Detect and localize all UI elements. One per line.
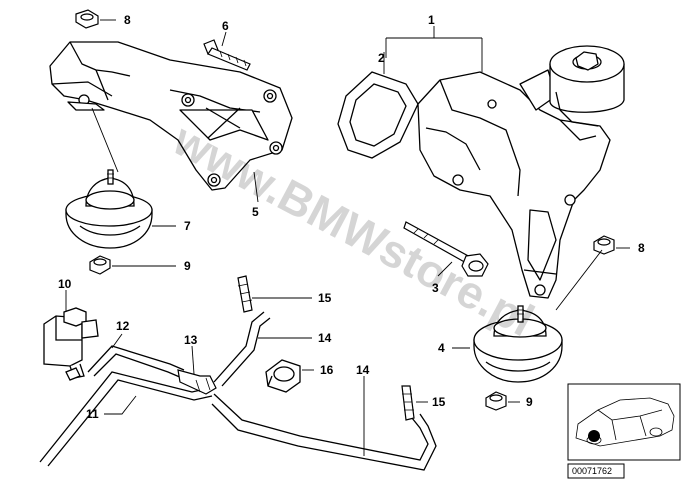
hex-nut-8-right[interactable] <box>593 235 615 255</box>
callout-8-right: 8 <box>638 241 645 255</box>
hose-14-lower[interactable] <box>211 393 437 471</box>
hose-11[interactable] <box>39 371 213 467</box>
hose-nipple-15-lower[interactable] <box>401 385 415 421</box>
callout-10: 10 <box>58 277 72 291</box>
nut-9-right[interactable] <box>485 391 507 411</box>
callout-1: 1 <box>428 13 435 27</box>
callout-15-upper: 15 <box>318 291 332 305</box>
engine-mount-7[interactable] <box>65 169 153 249</box>
callout-8-top: 8 <box>124 13 131 27</box>
engine-bracket-1[interactable] <box>417 45 625 299</box>
callout-12: 12 <box>116 319 130 333</box>
reference-code: 00071762 <box>572 466 612 476</box>
engine-mount-4[interactable] <box>473 305 563 383</box>
callout-5: 5 <box>252 205 259 219</box>
callout-14-lower: 14 <box>356 363 370 377</box>
hose-clip-16[interactable] <box>265 359 301 393</box>
callout-11: 11 <box>86 407 99 421</box>
callout-7: 7 <box>184 219 191 233</box>
hose-nipple-15-upper[interactable] <box>237 275 253 313</box>
callout-9-left: 9 <box>184 259 191 273</box>
callout-16: 16 <box>320 363 334 377</box>
callout-4: 4 <box>438 341 445 355</box>
location-dot-icon <box>588 430 600 442</box>
callout-6: 6 <box>222 19 229 33</box>
bolt-6[interactable] <box>203 39 251 71</box>
engine-support-bracket[interactable] <box>49 41 293 191</box>
callout-9-right: 9 <box>526 395 533 409</box>
hose-12[interactable] <box>87 345 185 379</box>
solenoid-valve-10[interactable] <box>43 307 99 381</box>
nut-9-left[interactable] <box>89 255 111 275</box>
connector-13[interactable] <box>177 369 217 395</box>
leader-lines <box>65 19 630 456</box>
hex-nut-8-top[interactable] <box>75 9 99 29</box>
callout-14-upper: 14 <box>318 331 332 345</box>
callout-numbers: 1 2 3 4 5 6 7 8 8 9 9 10 11 12 13 14 14 … <box>58 13 645 421</box>
callout-15-lower: 15 <box>432 395 446 409</box>
callout-3: 3 <box>432 281 439 295</box>
callout-13: 13 <box>184 333 198 347</box>
bolt-3[interactable] <box>403 221 489 277</box>
gasket-2[interactable] <box>337 71 419 159</box>
hose-14-upper[interactable] <box>213 311 271 387</box>
car-locator-inset[interactable]: 00071762 <box>567 383 681 479</box>
callout-2: 2 <box>378 51 385 65</box>
